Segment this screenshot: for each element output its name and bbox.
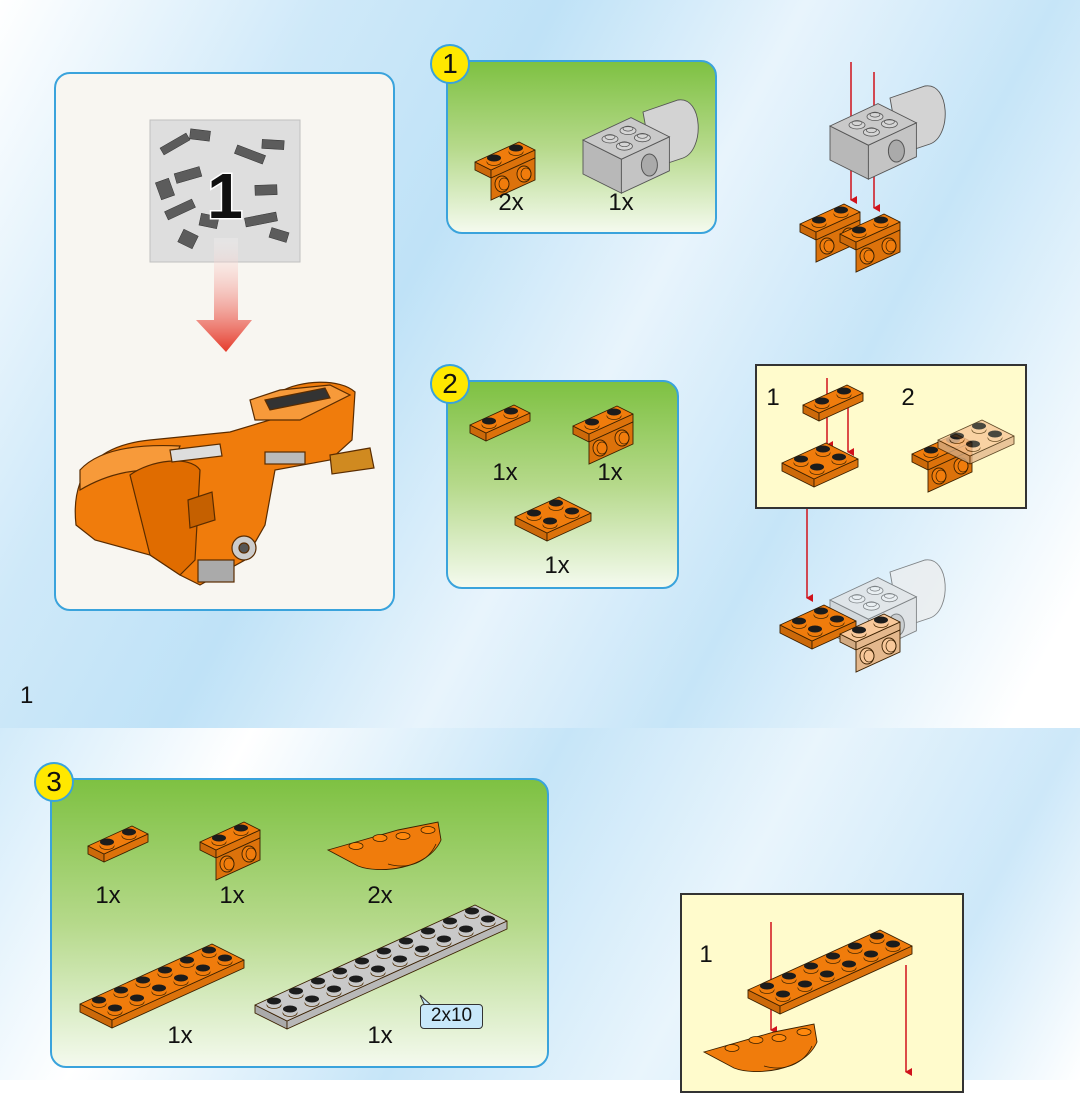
part-qty: 1x bbox=[167, 1022, 193, 1049]
substep-number: 1 bbox=[699, 941, 713, 968]
part-qty: 2x bbox=[498, 189, 524, 216]
part-qty: 2x bbox=[367, 882, 393, 909]
substep-number: 2 bbox=[901, 384, 915, 411]
page-number: 1 bbox=[20, 682, 34, 709]
step-3-badge: 3 bbox=[34, 762, 74, 802]
step-2-subassembly-callout bbox=[755, 364, 1027, 509]
part-qty: 1x bbox=[597, 459, 623, 486]
part-qty: 1x bbox=[95, 882, 121, 909]
step-2-badge: 2 bbox=[430, 364, 470, 404]
part-qty: 1x bbox=[219, 882, 245, 909]
part-qty: 1x bbox=[544, 552, 570, 579]
size-tag: 2x10 bbox=[420, 1004, 483, 1029]
substep-number: 1 bbox=[766, 384, 780, 411]
part-qty: 1x bbox=[367, 1022, 393, 1049]
step-1-parts-box bbox=[446, 60, 717, 234]
part-qty: 1x bbox=[608, 189, 634, 216]
bag-panel bbox=[54, 72, 395, 611]
step-3-subassembly-callout bbox=[680, 893, 964, 1093]
step-1-badge: 1 bbox=[430, 44, 470, 84]
part-qty: 1x bbox=[492, 459, 518, 486]
